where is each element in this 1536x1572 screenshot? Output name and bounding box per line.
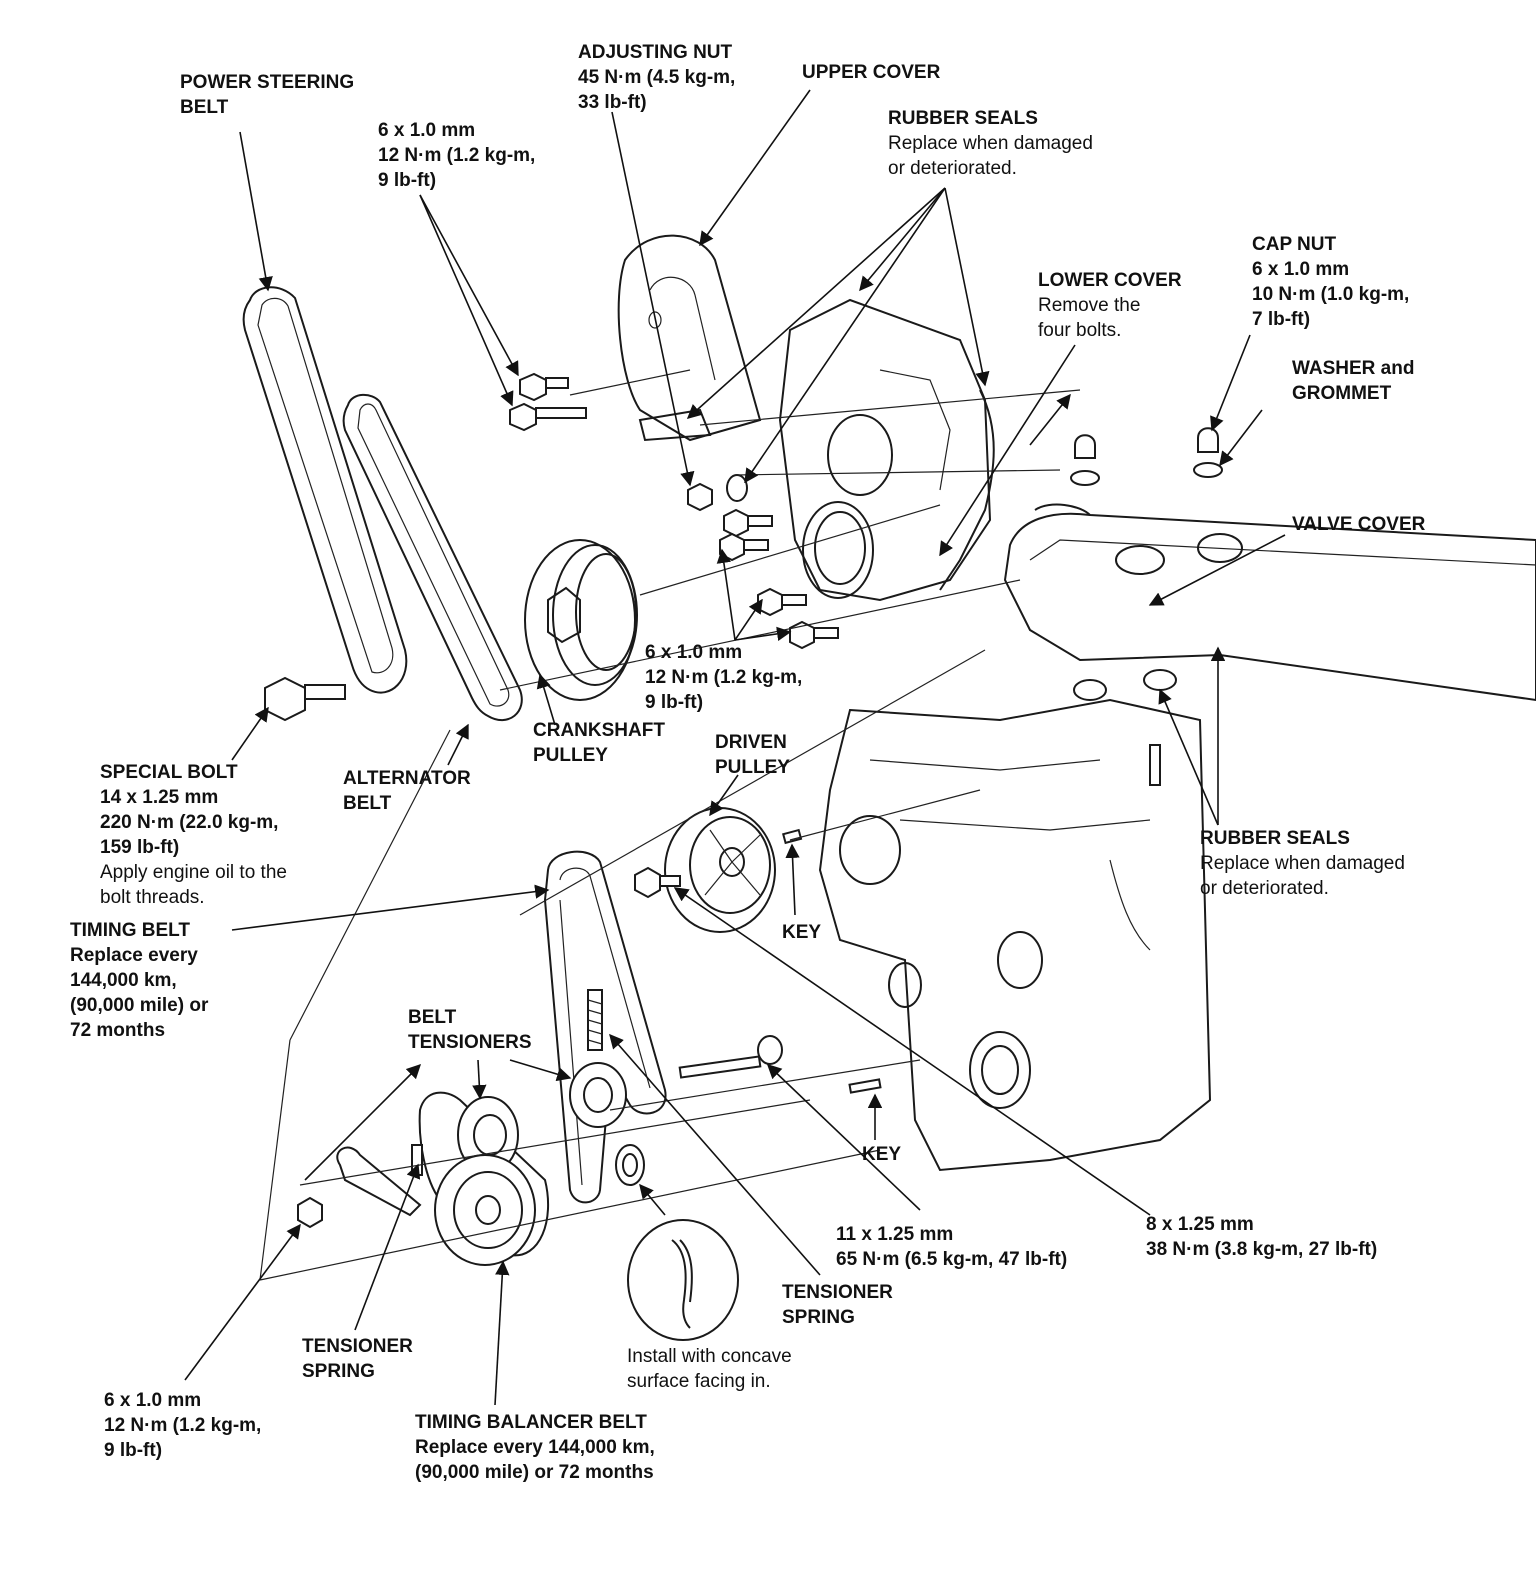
label-timing-balancer-belt: TIMING BALANCER BELT Replace every 144,0… [415, 1412, 655, 1483]
label-bolt-upper: 6 x 1.0 mm 12 N·m (1.2 kg-m, 9 lb-ft) [378, 120, 536, 191]
label-power-steering-belt: POWER STEERING BELT [180, 72, 355, 118]
label-upper-cover: UPPER COVER [802, 62, 941, 83]
bolt-bottom-left-part [297, 1196, 323, 1229]
label-washer-grommet: WASHER and GROMMET [1292, 358, 1415, 404]
label-valve-cover: VALVE COVER [1292, 514, 1426, 535]
label-adjusting-nut: ADJUSTING NUT 45 N·m (4.5 kg-m, 33 lb-ft… [578, 42, 736, 113]
label-special-bolt: SPECIAL BOLT 14 x 1.25 mm 220 N·m (22.0 … [100, 762, 287, 908]
label-bolt-8: 8 x 1.25 mm 38 N·m (3.8 kg-m, 27 lb-ft) [1146, 1214, 1378, 1260]
label-driven-pulley: DRIVEN PULLEY [715, 732, 790, 778]
timing-balancer-assembly [336, 1091, 550, 1266]
key-upper-part [782, 828, 803, 845]
lower-seal [615, 1144, 645, 1186]
label-tensioner-spring-left: TENSIONER SPRING [302, 1336, 413, 1382]
alternator-belt [342, 393, 523, 722]
explode-lines [259, 369, 1081, 1281]
label-tensioner-spring-right: TENSIONER SPRING [782, 1282, 893, 1328]
driven-pulley-bolt [634, 866, 681, 899]
label-timing-belt: TIMING BELT Replace every 144,000 km, (9… [70, 920, 209, 1041]
long-bolt [678, 1035, 783, 1079]
label-cap-nut: CAP NUT 6 x 1.0 mm 10 N·m (1.0 kg-m, 7 l… [1252, 234, 1410, 330]
label-bolt-lower-cover: 6 x 1.0 mm 12 N·m (1.2 kg-m, 9 lb-ft) [645, 642, 803, 713]
label-key-upper: KEY [782, 922, 822, 943]
special-bolt [264, 676, 346, 722]
timing-belt [543, 850, 667, 1204]
driven-pulley [664, 807, 776, 933]
upper-cover [617, 234, 762, 442]
valve-cover [1003, 427, 1536, 702]
label-rubber-seals-right: RUBBER SEALS Replace when damaged or det… [1200, 828, 1405, 899]
crankshaft-pulley [524, 539, 638, 701]
label-alternator-belt: ALTERNATOR BELT [343, 768, 471, 814]
label-install-note: Install with concave surface facing in. [627, 1346, 792, 1392]
label-belt-tensioners: BELT TENSIONERS [408, 1007, 532, 1053]
leader-lines [184, 89, 1286, 1406]
tensioner-spring-right-part [587, 989, 603, 1051]
engine-block [818, 698, 1212, 1172]
lower-cover [778, 298, 995, 602]
label-bolt-bottom-left: 6 x 1.0 mm 12 N·m (1.2 kg-m, 9 lb-ft) [104, 1390, 262, 1461]
label-rubber-seals-top: RUBBER SEALS Replace when damaged or det… [888, 108, 1093, 179]
key-lower-part [848, 1078, 882, 1094]
install-detail [627, 1219, 739, 1341]
label-crankshaft-pulley: CRANKSHAFT PULLEY [533, 720, 665, 766]
label-lower-cover: LOWER COVER Remove the four bolts. [1038, 270, 1182, 341]
label-bolt-11: 11 x 1.25 mm 65 N·m (6.5 kg-m, 47 lb-ft) [836, 1224, 1068, 1270]
label-key-lower: KEY [862, 1144, 902, 1165]
power-steering-belt [242, 286, 408, 694]
belt-tensioner-right [569, 1062, 627, 1128]
